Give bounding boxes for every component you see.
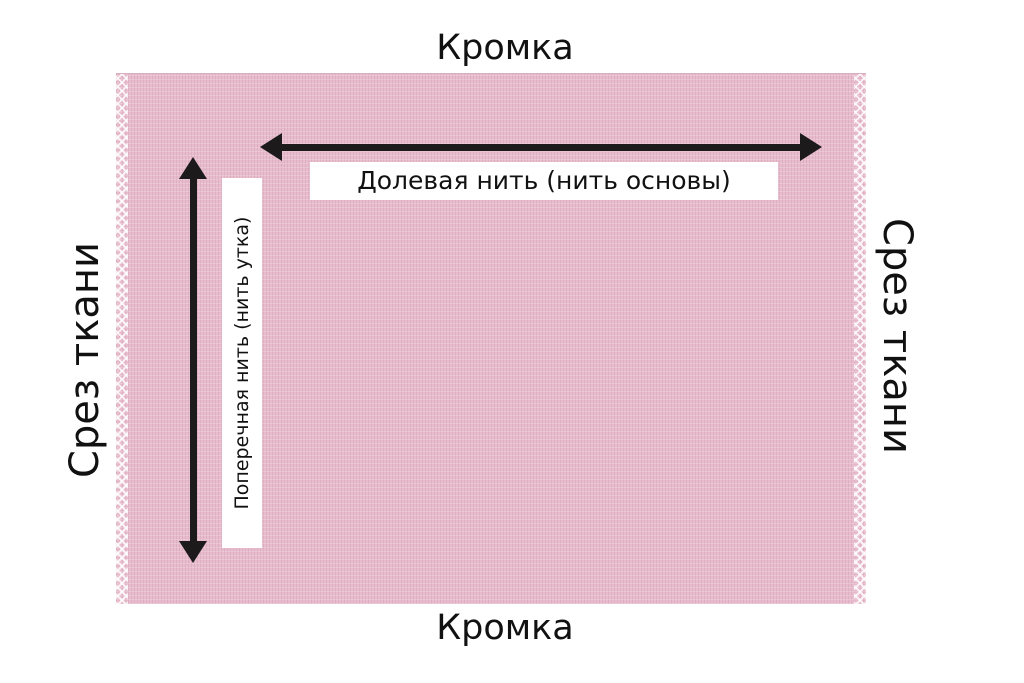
right-cut-edge-stitching	[854, 74, 866, 604]
crosswise-grain-label-box: Поперечная нить (нить утка)	[222, 178, 262, 548]
crosswise-grain-label: Поперечная нить (нить утка)	[231, 216, 253, 510]
left-cut-edge-label: Срез ткани	[62, 241, 108, 479]
bottom-selvedge-label: Кромка	[436, 608, 574, 648]
right-cut-edge-label: Срез ткани	[874, 217, 920, 455]
lengthwise-grain-arrow-icon	[280, 144, 802, 151]
lengthwise-grain-label: Долевая нить (нить основы)	[310, 162, 778, 200]
top-selvedge-label: Кромка	[436, 28, 574, 68]
crosswise-grain-arrow-icon	[179, 157, 207, 563]
left-cut-edge-stitching	[116, 74, 128, 604]
